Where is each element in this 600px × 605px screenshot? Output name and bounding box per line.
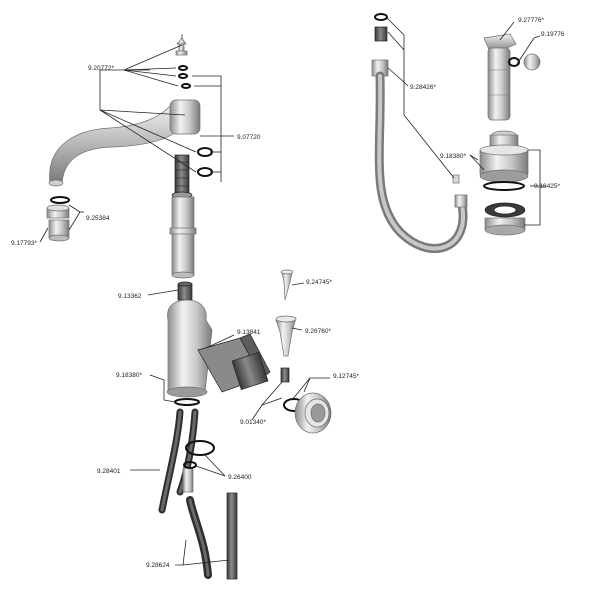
label-9-18380-spray: 9.18380* [440,153,466,160]
label-9-28401: 9.28401 [97,468,121,475]
label-9-13841: 9.13841 [237,329,261,336]
spray-hose-icon [371,13,468,253]
lever-icon [275,269,297,357]
base-icon [479,130,529,236]
label-9-24745: 9.24745* [306,279,332,286]
cartridge-icon [197,333,271,393]
label-9-17793: 9.17793* [11,240,37,247]
label-9-20772: 9.20772* [88,65,114,72]
spout-icon [48,99,201,187]
body-icon [166,299,213,406]
label-9-19776: 9.19776 [541,31,565,38]
nut-icon [283,392,332,434]
stem-icon [169,154,197,279]
label-9-26760: 9.26760* [305,328,331,335]
base-stem-icon [177,281,193,301]
label-9-01340: 9.01340* [240,419,266,426]
leader-lines [39,17,546,566]
label-9-27776: 9.27776* [518,17,544,24]
label-9-13362: 9.13362 [118,293,142,300]
spray-icon [483,33,541,121]
label-9-28426: 9.28426* [410,84,436,91]
hose-icon [158,408,238,580]
label-9-26400: 9.26400 [228,474,252,481]
label-9-18425: 9.18425* [534,183,560,190]
label-9-28624: 9.28624 [146,562,170,569]
label-9-12745: 9.12745* [333,373,359,380]
label-9-25384: 9.25384 [86,215,110,222]
aerator-icon [46,196,70,242]
label-9-07720: 9.07720 [237,134,261,141]
finial-icon [175,34,188,56]
set-screw-icon [280,367,290,383]
washer-icon [183,440,215,469]
label-9-18380-main: 9.18380* [116,372,142,379]
